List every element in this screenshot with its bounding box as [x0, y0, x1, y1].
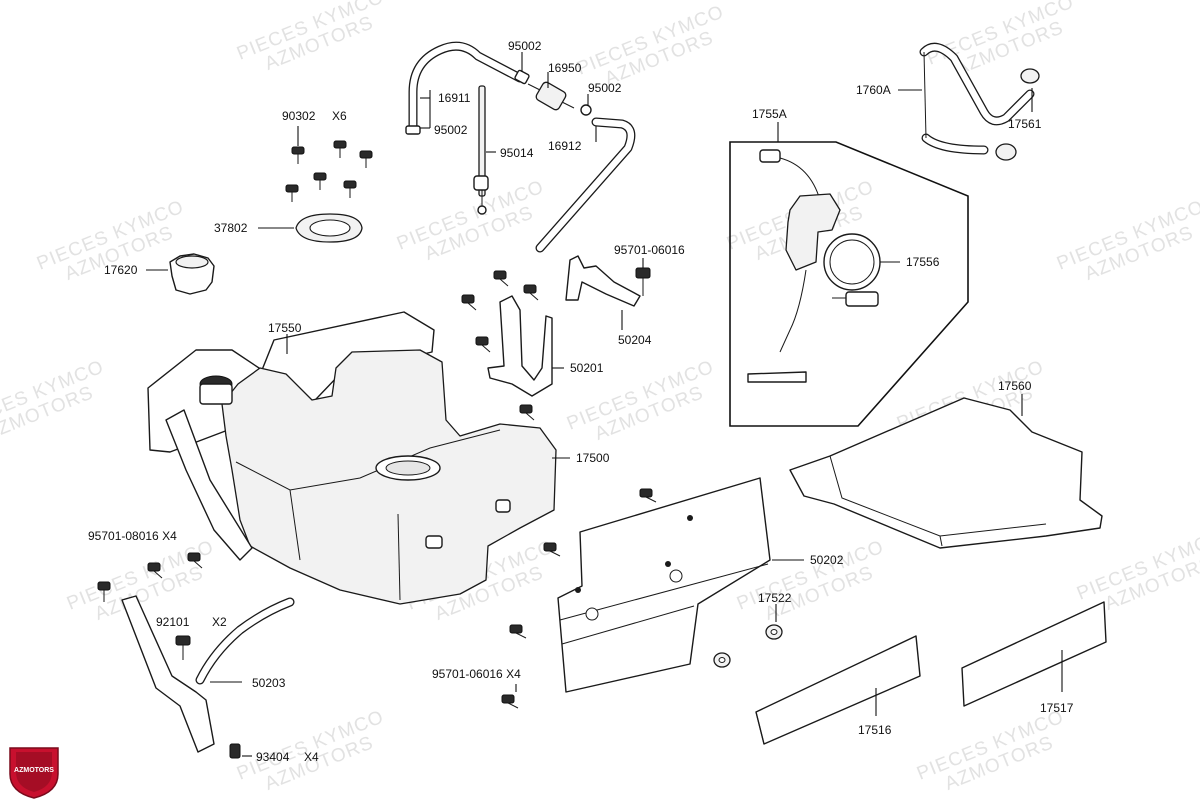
- watermark: PIECES KYMCO AZMOTORS: [1054, 196, 1200, 284]
- label-17522: 17522: [758, 591, 792, 605]
- hose-clip-95002-a: [514, 69, 530, 85]
- fuel-tank-17500: [165, 349, 557, 605]
- label-92101: 92101: [156, 615, 190, 629]
- label-95014: 95014: [500, 146, 534, 160]
- fuel-hose-1760A: [919, 42, 1035, 155]
- label-90302: 90302: [282, 109, 316, 123]
- skid-plate-17560: [789, 397, 1103, 549]
- label-95002-c: 95002: [434, 123, 468, 137]
- label-95701-08016: 95701-08016 X4: [88, 529, 177, 543]
- bracket-50201: [487, 295, 553, 397]
- spacer-93404: [229, 743, 241, 759]
- label-1760A: 1760A: [856, 83, 891, 97]
- foam-pad-17516: [755, 635, 921, 745]
- breather-hose-16912: [535, 117, 636, 253]
- label-16912: 16912: [548, 139, 582, 153]
- label-93404: 93404: [256, 750, 290, 764]
- screws-95701-08016: [147, 552, 203, 579]
- label-17620: 17620: [104, 263, 138, 277]
- gasket-37802: [295, 213, 363, 243]
- watermark: PIECES KYMCO AZMOTORS: [924, 0, 1077, 80]
- watermark: PIECES KYMCO AZMOTORS: [234, 0, 387, 75]
- bracket-bolts: [461, 270, 539, 421]
- hose-clamp-17561-b: [995, 143, 1017, 161]
- fuel-cap-17620: [169, 253, 215, 295]
- label-95002-a: 95002: [508, 39, 542, 53]
- label-1755A: 1755A: [752, 107, 787, 121]
- bolt-92101: [97, 581, 191, 660]
- label-95701-06016-a: 95701-06016: [614, 243, 685, 257]
- label-95002-b: 95002: [588, 81, 622, 95]
- leader-lines: [146, 52, 1063, 757]
- hose-clamp-17561-a: [1020, 68, 1040, 84]
- screw: [313, 172, 327, 190]
- watermark: PIECES KYMCO AZMOTORS: [34, 196, 187, 284]
- label-93404-qty: X4: [304, 750, 319, 764]
- check-valve-16950: [527, 81, 575, 111]
- hose-clip-95002-b: [580, 104, 592, 116]
- label-95701-06016-b: 95701-06016 X4: [432, 667, 521, 681]
- screw: [291, 146, 305, 164]
- grommet-17522: [713, 624, 783, 668]
- bracket-50204: [565, 255, 641, 307]
- shield-bolts: [501, 488, 657, 709]
- label-17516: 17516: [858, 723, 892, 737]
- label-16950: 16950: [548, 61, 582, 75]
- bolt-95701-06016-a: [635, 267, 651, 296]
- bracket-50203: [195, 597, 295, 685]
- label-17550: 17550: [268, 321, 302, 335]
- logo-text: AZMOTORS: [14, 767, 54, 774]
- azmotors-logo: AZMOTORS: [9, 747, 59, 799]
- label-17517: 17517: [1040, 701, 1074, 715]
- label-17560: 17560: [998, 379, 1032, 393]
- watermark: PIECES KYMCO AZMOTORS: [0, 356, 107, 444]
- screw: [285, 184, 299, 202]
- strap-95014: [473, 85, 489, 215]
- watermark: PIECES KYMCO AZMOTORS: [914, 706, 1067, 794]
- screw: [359, 150, 373, 168]
- label-90302-qty: X6: [332, 109, 347, 123]
- label-50201: 50201: [570, 361, 604, 375]
- label-92101-qty: X2: [212, 615, 227, 629]
- screw: [343, 180, 357, 198]
- hose-clip-95002-c: [405, 125, 421, 135]
- label-50203: 50203: [252, 676, 286, 690]
- screws-90302: [285, 140, 373, 202]
- bracket-left: [121, 595, 215, 753]
- foam-pad-17517: [961, 601, 1107, 707]
- label-17561: 17561: [1008, 117, 1042, 131]
- screw: [333, 140, 347, 158]
- heat-shield-50202: [557, 477, 771, 693]
- watermark: PIECES KYMCO AZMOTORS: [394, 176, 547, 264]
- label-37802: 37802: [214, 221, 248, 235]
- label-17500: 17500: [576, 451, 610, 465]
- label-50202: 50202: [810, 553, 844, 567]
- part-labels: 95002 16950 95002 16911 95002 95014 1691…: [88, 39, 1074, 764]
- label-17556: 17556: [906, 255, 940, 269]
- fuel-pump-assembly-1755A: [729, 141, 969, 427]
- label-50204: 50204: [618, 333, 652, 347]
- breather-hose-16911: [408, 41, 525, 135]
- label-16911: 16911: [438, 91, 471, 105]
